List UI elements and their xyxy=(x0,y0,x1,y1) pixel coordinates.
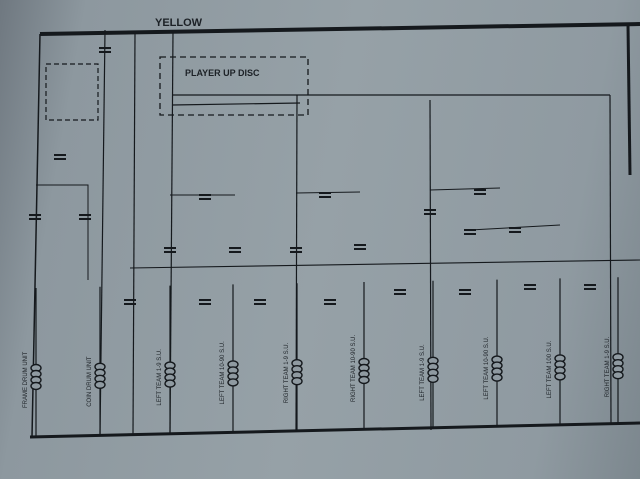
bottom-bus-line xyxy=(29,421,640,439)
coil-unit-label: LEFT TEAM 100 S.U. xyxy=(547,340,553,398)
coil-winding-icon xyxy=(227,378,239,387)
top-bus-label: YELLOW xyxy=(155,17,203,29)
coil-unit: LEFT TEAM 1-9 S.U. xyxy=(157,285,176,434)
coil-unit-label: RIGHT TEAM 1-9 S.U. xyxy=(605,336,611,397)
coil-unit-label: COIN DRUM UNIT xyxy=(87,356,93,407)
coil-winding-icon xyxy=(30,381,42,391)
coil-winding-icon xyxy=(94,380,106,389)
coil-winding-icon xyxy=(612,371,624,380)
coil-unit-label: LEFT TEAM 10-90 S.U. xyxy=(220,341,226,404)
coil-unit: LEFT TEAM 1-9 S.U. xyxy=(420,280,439,428)
coil-unit-label: LEFT TEAM 1-9 S.U. xyxy=(420,344,426,401)
coil-unit-label: FRAME DRUM UNIT xyxy=(23,351,29,408)
coil-unit-label: RIGHT TEAM 1-9 S.U. xyxy=(284,342,290,403)
coil-unit: LEFT TEAM 100 S.U. xyxy=(547,278,566,425)
coil-winding-icon xyxy=(554,372,566,381)
coil-unit-label: LEFT TEAM 10-90 S.U. xyxy=(484,336,490,399)
coil-unit: LEFT TEAM 10-90 S.U. xyxy=(220,284,239,432)
coil-unit: LEFT TEAM 10-90 S.U. xyxy=(484,279,503,427)
coil-winding-icon xyxy=(358,375,370,385)
coil-winding-icon xyxy=(427,374,439,383)
frame-control-box xyxy=(45,63,99,121)
player-up-disc-label: PLAYER UP DISC xyxy=(185,68,260,78)
coil-unit-label: RIGHT TEAM 10-90 S.U. xyxy=(351,335,357,402)
coil-unit: RIGHT TEAM 10-90 S.U. xyxy=(351,282,370,429)
coil-unit: RIGHT TEAM 1-9 S.U. xyxy=(284,283,303,431)
coil-winding-icon xyxy=(491,373,503,382)
coil-unit: FRAME DRUM UNIT xyxy=(23,288,42,436)
player-up-disc-box xyxy=(159,56,309,116)
top-bus-line xyxy=(39,22,640,36)
coil-winding-icon xyxy=(164,379,176,388)
coil-winding-icon xyxy=(291,377,303,386)
coil-unit: COIN DRUM UNIT xyxy=(87,286,106,435)
coil-unit: RIGHT TEAM 1-9 S.U. xyxy=(605,277,624,424)
coil-unit-label: LEFT TEAM 1-9 S.U. xyxy=(157,349,163,406)
